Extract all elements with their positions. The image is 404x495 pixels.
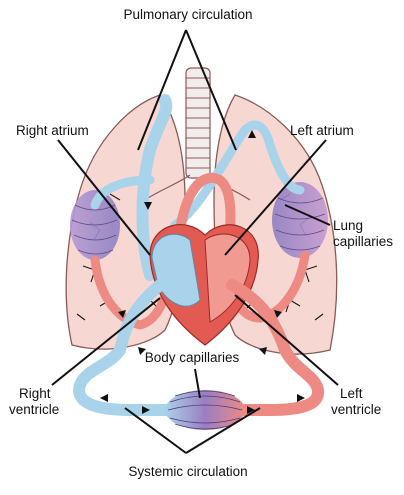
- heart: [149, 224, 259, 346]
- label-left: Left: [340, 386, 363, 401]
- label-capillaries: capillaries: [333, 234, 394, 249]
- label-right: Right: [19, 386, 51, 401]
- label-systemic-circulation: Systemic circulation: [128, 464, 248, 479]
- label-left-ventricle: ventricle: [331, 402, 382, 417]
- left-lung-capillaries: [70, 190, 120, 260]
- left-ventricle-leader: [234, 294, 339, 386]
- body-capillaries-leader: [194, 368, 201, 399]
- body-capillaries: [165, 390, 245, 430]
- systemic-leader: [124, 407, 261, 454]
- right-ventricle-leader: [51, 297, 161, 386]
- left-atrium-leader: [224, 139, 327, 256]
- flow-arrows: [100, 130, 305, 414]
- label-right-ventricle: ventricle: [9, 402, 60, 417]
- right-lung-capillaries: [272, 182, 328, 258]
- lung-capillaries-leader: [284, 204, 331, 226]
- leader-lines: [51, 29, 339, 454]
- label-pulmonary-circulation: Pulmonary circulation: [123, 7, 253, 22]
- systemic-artery: [226, 279, 325, 416]
- label-right-atrium: Right atrium: [16, 123, 89, 138]
- systemic-vessels: [73, 279, 325, 416]
- trachea: [144, 67, 251, 201]
- right-atrium-leader: [57, 139, 151, 256]
- systemic-vein: [73, 279, 181, 416]
- pulmonary-arteries: [90, 94, 305, 281]
- left-heart-chambers: [204, 233, 251, 323]
- pulmonary-leader: [137, 29, 237, 151]
- label-left-atrium: Left atrium: [290, 123, 354, 138]
- label-lung: Lung: [333, 218, 364, 233]
- label-body-capillaries: Body capillaries: [144, 350, 240, 365]
